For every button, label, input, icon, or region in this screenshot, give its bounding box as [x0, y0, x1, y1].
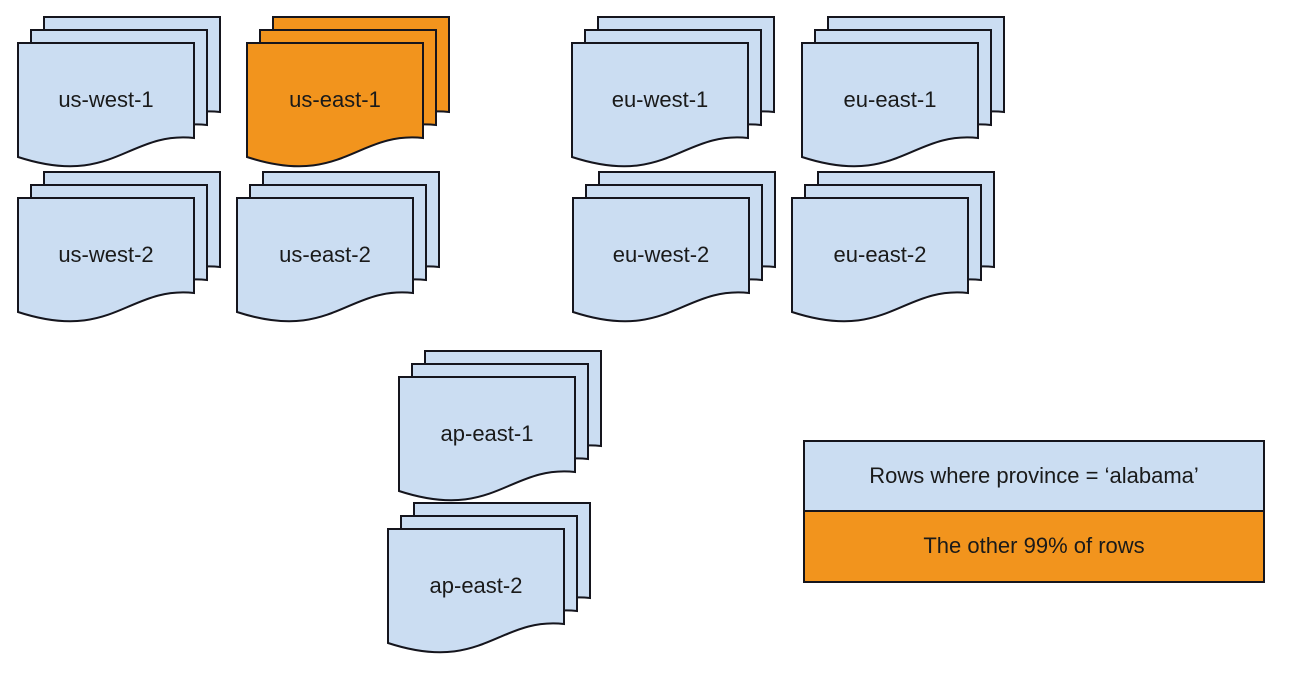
legend-row-alabama-rows: Rows where province = ‘alabama’ — [805, 442, 1263, 512]
region-label: eu-east-2 — [834, 242, 927, 267]
region-stack-us-east-2: us-east-2 — [236, 170, 442, 328]
region-label: eu-west-2 — [613, 242, 710, 267]
document-stack-icon: us-east-2 — [236, 171, 440, 323]
document-stack-icon: eu-west-1 — [571, 16, 775, 168]
region-label: us-east-2 — [279, 242, 371, 267]
document-stack-icon: us-west-1 — [17, 16, 221, 168]
region-label: eu-east-1 — [844, 87, 937, 112]
region-stack-ap-east-2: ap-east-2 — [387, 501, 593, 659]
document-stack-icon: us-east-1 — [246, 16, 450, 168]
legend-row-other-rows: The other 99% of rows — [805, 511, 1263, 581]
region-stack-eu-west-2: eu-west-2 — [572, 170, 778, 328]
region-label: us-west-1 — [58, 87, 153, 112]
document-stack-icon: eu-west-2 — [572, 171, 776, 323]
region-stack-eu-west-1: eu-west-1 — [571, 15, 777, 173]
region-label: ap-east-1 — [441, 421, 534, 446]
document-stack-icon: us-west-2 — [17, 171, 221, 323]
document-stack-icon: ap-east-2 — [387, 502, 591, 654]
region-label: ap-east-2 — [430, 573, 523, 598]
region-stack-us-west-2: us-west-2 — [17, 170, 223, 328]
region-stack-ap-east-1: ap-east-1 — [398, 349, 604, 507]
region-stack-eu-east-1: eu-east-1 — [801, 15, 1007, 173]
legend-label-other-rows: The other 99% of rows — [923, 533, 1145, 559]
region-label: us-east-1 — [289, 87, 381, 112]
document-stack-icon: eu-east-1 — [801, 16, 1005, 168]
region-label: eu-west-1 — [612, 87, 709, 112]
document-stack-icon: eu-east-2 — [791, 171, 995, 323]
region-stack-eu-east-2: eu-east-2 — [791, 170, 997, 328]
region-stack-us-east-1: us-east-1 — [246, 15, 452, 173]
region-stack-us-west-1: us-west-1 — [17, 15, 223, 173]
legend-label-alabama-rows: Rows where province = ‘alabama’ — [869, 462, 1199, 488]
legend: Rows where province = ‘alabama’ The othe… — [803, 440, 1265, 583]
region-label: us-west-2 — [58, 242, 153, 267]
document-stack-icon: ap-east-1 — [398, 350, 602, 502]
